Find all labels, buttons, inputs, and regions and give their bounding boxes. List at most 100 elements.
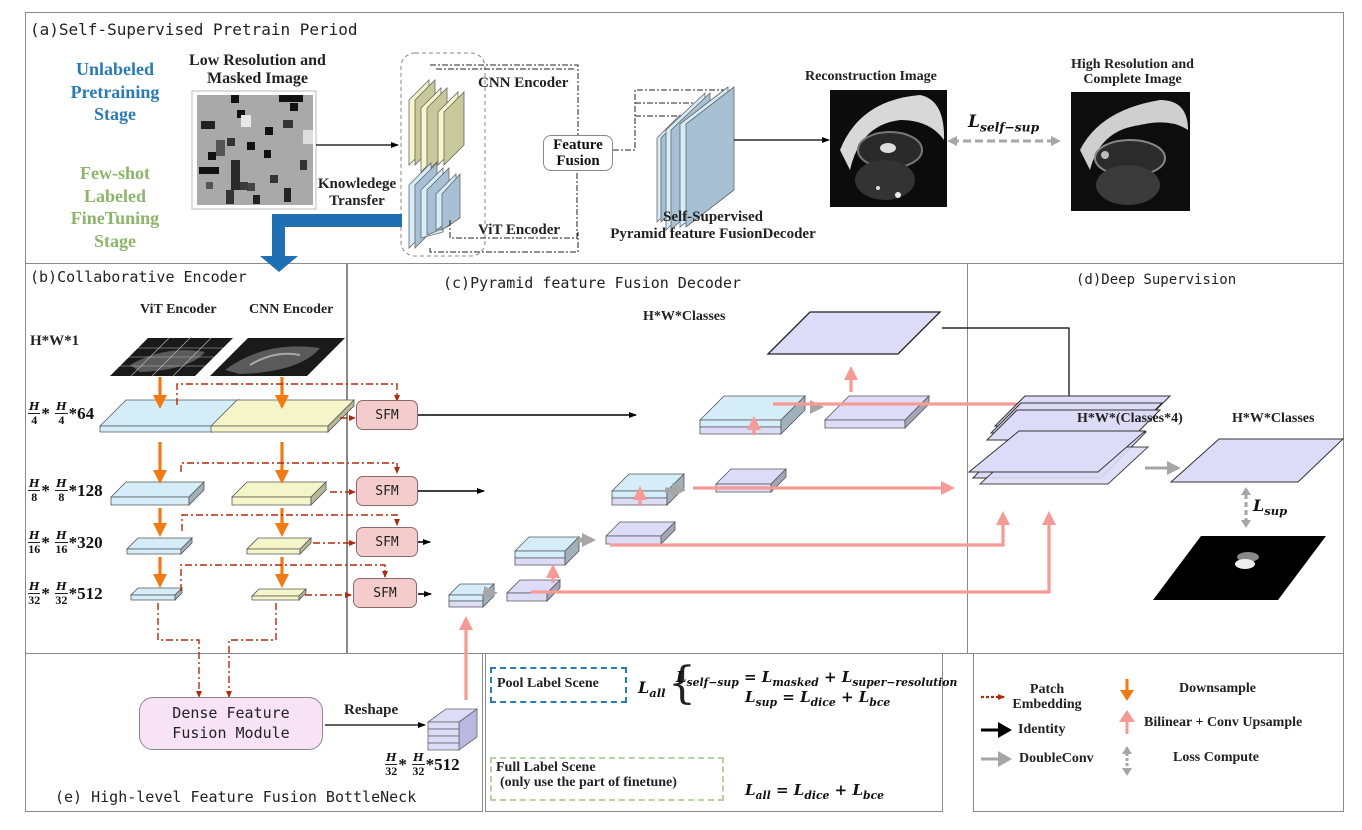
eq-sub: bce bbox=[863, 789, 885, 802]
reshape-label: Reshape bbox=[344, 702, 399, 718]
legend-downsample: Downsample bbox=[1179, 681, 1257, 696]
eq-sub: masked bbox=[772, 676, 819, 689]
channels: *512 bbox=[425, 754, 460, 774]
label-line: Complete Image bbox=[1083, 72, 1182, 88]
sfm-module-2: SFM bbox=[356, 476, 418, 506]
stage-line: Labeled bbox=[83, 185, 146, 206]
panel-b-title: (b)Collaborative Encoder bbox=[30, 268, 247, 286]
loss-base: L bbox=[968, 112, 980, 132]
loss-sub: self−sup bbox=[979, 120, 1040, 135]
eq-term: L bbox=[793, 781, 805, 799]
decoder-output-plane bbox=[766, 311, 942, 355]
panel-loss-scenes bbox=[485, 653, 943, 812]
decoder-label: Self-Supervised Pyramid feature FusionDe… bbox=[578, 209, 848, 242]
cnn-encoder-stack bbox=[408, 79, 465, 173]
channels: *128 bbox=[68, 480, 103, 500]
legend-upsample: Bilinear + Conv Upsample bbox=[1144, 715, 1303, 730]
fewshot-stage-label: Few-shot Labeled FineTuning Stage bbox=[60, 162, 170, 252]
upsample-arrows bbox=[459, 366, 1057, 700]
cnn-encoder-col-label: CNN Encoder bbox=[249, 302, 334, 317]
feature-fusion-box: Feature Fusion bbox=[543, 135, 613, 171]
eq-term: L bbox=[745, 781, 756, 799]
sfm-module-4: SFM bbox=[353, 578, 417, 608]
cnn-encoder-label: CNN Encoder bbox=[478, 75, 569, 91]
frac-den: 32 bbox=[412, 763, 425, 778]
frac-num: H bbox=[55, 477, 68, 491]
frac-den: 4 bbox=[31, 412, 38, 427]
eq-term: L bbox=[676, 668, 687, 686]
label-line: High Resolution and bbox=[1071, 57, 1194, 72]
knowledge-transfer-arrow bbox=[260, 214, 402, 272]
channels: *320 bbox=[68, 532, 103, 552]
decoder-output-dim-label: H*W*Classes bbox=[643, 309, 726, 324]
pool-label-scene-box bbox=[490, 667, 627, 703]
eq-sub: super−resolution bbox=[852, 676, 958, 689]
self-supervised-decoder-stack bbox=[656, 86, 735, 231]
final-output-dim-label: H*W*Classes bbox=[1232, 411, 1315, 426]
decoder-concat-level-3 bbox=[514, 536, 580, 566]
pool-brace: { bbox=[668, 658, 696, 709]
encoder-group-outline bbox=[400, 52, 486, 257]
label-line: Self-Supervised bbox=[662, 209, 763, 225]
legend-identity: Identity bbox=[1018, 722, 1066, 737]
cnn-block-level-1 bbox=[210, 399, 355, 433]
eq-op: + bbox=[834, 781, 853, 799]
legend-line: Embedding bbox=[1012, 697, 1082, 713]
high-resolution-label: High Resolution and Complete Image bbox=[1050, 57, 1215, 88]
label-line: Knowledege bbox=[317, 176, 397, 192]
label-line: Feature bbox=[553, 136, 603, 153]
stage-line: Stage bbox=[94, 230, 136, 251]
label-line: (only use the part of finetune) bbox=[500, 775, 677, 791]
frac-num: H bbox=[28, 580, 41, 594]
frac-num: H bbox=[55, 400, 68, 414]
eq-op: + bbox=[823, 668, 842, 686]
frac-den: 32 bbox=[385, 763, 398, 778]
vit-encoder-stack bbox=[408, 162, 461, 249]
knowledge-transfer-label: Knowledege Transfer bbox=[308, 176, 406, 209]
self-sup-loss-label: Lself−sup bbox=[968, 112, 1039, 134]
channels: *512 bbox=[68, 583, 103, 603]
loss-sub: all bbox=[649, 686, 666, 701]
frac-den: 16 bbox=[55, 541, 68, 556]
sfm-module-3: SFM bbox=[356, 527, 418, 557]
frac-num: H bbox=[385, 751, 398, 765]
high-resolution-image bbox=[1071, 92, 1190, 211]
panel-c-title: (c)Pyramid feature Fusion Decoder bbox=[443, 274, 742, 292]
eq-op: = bbox=[775, 781, 794, 799]
decoder-conv-level-3 bbox=[605, 521, 676, 545]
cnn-input-image bbox=[210, 338, 345, 376]
eq-op: = bbox=[744, 668, 762, 686]
reconstruction-image bbox=[830, 90, 947, 207]
sup-loss-label: Lsup bbox=[1253, 496, 1287, 518]
output-to-stack-line bbox=[942, 327, 1072, 425]
pool-equation-2: Lsup = Ldice + Lbce bbox=[745, 688, 890, 709]
downsample-arrows bbox=[153, 377, 289, 588]
eq-term: L bbox=[852, 781, 864, 799]
unlabeled-stage-label: Unlabeled Pretraining Stage bbox=[60, 58, 170, 126]
vit-encoder-col-label: ViT Encoder bbox=[140, 302, 217, 317]
eq-term: L bbox=[761, 668, 773, 686]
label-line: Full Label Scene bbox=[496, 760, 596, 775]
ground-truth-mask bbox=[1153, 536, 1326, 600]
pool-lall: Lall bbox=[638, 678, 665, 700]
eq-op: = bbox=[782, 688, 801, 706]
label-line: Transfer bbox=[329, 192, 385, 209]
stage-line: Unlabeled bbox=[75, 59, 154, 79]
classes-4-stack bbox=[967, 395, 1172, 485]
frac-num: H bbox=[412, 751, 425, 765]
stage-line: Stage bbox=[94, 104, 136, 124]
frac-den: 16 bbox=[28, 541, 41, 556]
loss-base: L bbox=[1253, 496, 1265, 515]
